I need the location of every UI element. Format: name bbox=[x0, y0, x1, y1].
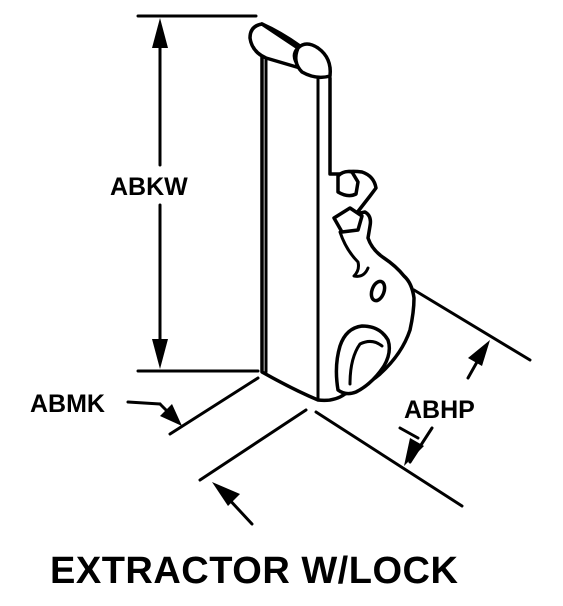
abmk-dimension bbox=[126, 376, 260, 436]
label-abmk: ABMK bbox=[30, 390, 105, 418]
abhp-arrow-down bbox=[404, 438, 424, 466]
abmk-extension bbox=[168, 376, 260, 436]
abmk-leader bbox=[126, 400, 162, 406]
abhp-dimension bbox=[398, 288, 532, 466]
large-slot bbox=[334, 324, 392, 396]
hook-notch bbox=[338, 230, 370, 278]
width-extension-right bbox=[314, 410, 464, 508]
label-abhp: ABHP bbox=[404, 396, 475, 424]
width-arrow bbox=[212, 482, 240, 506]
diagram-caption: EXTRACTOR W/LOCK bbox=[50, 550, 458, 592]
plunger bbox=[332, 206, 364, 234]
lock-tab bbox=[336, 169, 360, 198]
abkw-dimension bbox=[136, 14, 260, 373]
extractor-outline bbox=[260, 22, 416, 403]
abhp-extension-top bbox=[412, 288, 532, 362]
abhp-extension-bottom bbox=[398, 426, 420, 440]
width-extension-left bbox=[198, 408, 308, 482]
abkw-arrow-up bbox=[152, 18, 168, 48]
large-slot-rim bbox=[348, 339, 384, 386]
roll-pin-right bbox=[294, 42, 332, 80]
abkw-arrow-down bbox=[152, 339, 168, 369]
extractor-part bbox=[248, 22, 416, 403]
abhp-arrow-up bbox=[468, 340, 490, 366]
roll-pin-left bbox=[248, 22, 302, 70]
width-dimension bbox=[198, 408, 464, 526]
abmk-arrow bbox=[160, 404, 182, 426]
label-abkw: ABKW bbox=[110, 173, 188, 201]
small-hole bbox=[369, 279, 387, 303]
